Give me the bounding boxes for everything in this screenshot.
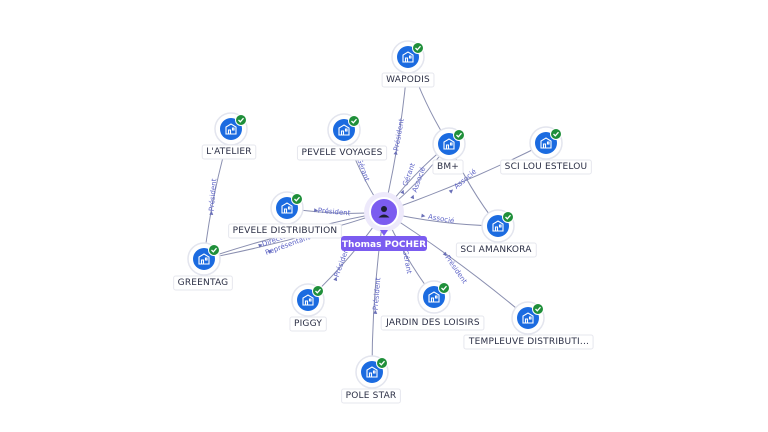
edge-arrow-icon (410, 194, 415, 200)
nodes-layer: WAPODIS L'ATELIER PEVELE VOYAGES BM+ SCI LOU… (173, 40, 594, 404)
edge-label-group: Associé (421, 213, 455, 225)
building-icon (428, 291, 440, 303)
node-label: SCI LOU ESTELOU (505, 162, 588, 172)
node-label-bg (463, 334, 594, 350)
node-label-bg (296, 145, 388, 161)
edge-label: Président (443, 254, 468, 286)
edge-arrow-icon (209, 210, 214, 216)
building-icon (522, 312, 534, 324)
node-sci_amankora[interactable]: SCI AMANKORA (455, 209, 537, 258)
node-label-bg (381, 72, 435, 88)
center-label: Thomas POCHER (342, 240, 426, 250)
node-label-bg (380, 315, 485, 331)
check-icon (438, 282, 450, 294)
center-pointer (380, 230, 388, 236)
check-icon (348, 115, 360, 127)
node-label: L'ATELIER (206, 147, 252, 157)
edge-arrow-icon (333, 276, 338, 282)
node-piggy[interactable]: PIGGY (289, 283, 327, 332)
check-icon (208, 244, 220, 256)
building-icon (540, 137, 552, 149)
edge-arrow-icon (313, 208, 319, 213)
building-icon (443, 138, 455, 150)
building-icon (281, 202, 293, 214)
edge-label-group: Président (392, 118, 406, 155)
building-icon (492, 220, 504, 232)
node-label-bg (228, 223, 342, 239)
node-label: TEMPLEUVE DISTRIBUTI... (468, 337, 589, 347)
node-label: PEVELE DISTRIBUTION (233, 226, 338, 236)
edge-label: Président (392, 118, 406, 152)
edge-label: Gérant (355, 157, 371, 183)
node-label: POLE STAR (346, 391, 397, 401)
center-node[interactable]: Thomas POCHER (341, 192, 427, 251)
node-templeuve[interactable]: TEMPLEUVE DISTRIBUTI... (463, 301, 594, 350)
edge-label-group: Président (372, 277, 383, 315)
check-icon (291, 193, 303, 205)
edge-center-templeuve (383, 211, 529, 319)
node-latelier[interactable]: L'ATELIER (201, 112, 257, 160)
building-icon (302, 294, 314, 306)
edge-label-group: Président (313, 207, 351, 218)
building-icon (402, 51, 414, 63)
check-icon (453, 129, 465, 141)
node-label: SCI AMANKORA (460, 245, 532, 255)
building-icon (225, 123, 237, 135)
edge-label: Gérant (401, 249, 413, 274)
node-label-bg (289, 316, 327, 332)
edge-label: Associé (427, 213, 454, 225)
check-icon (376, 357, 388, 369)
edge-center-sci_lou (383, 142, 547, 213)
node-label: BM+ (437, 162, 459, 172)
edge-label: Président (208, 178, 219, 211)
check-icon (502, 211, 514, 223)
node-label: PEVELE VOYAGES (301, 148, 382, 158)
check-icon (412, 42, 424, 54)
node-pevele_voyages[interactable]: PEVELE VOYAGES (296, 113, 388, 161)
node-pole_star[interactable]: POLE STAR (341, 355, 401, 404)
edge-label-group: Président (208, 178, 219, 216)
node-label: GREENTAG (178, 278, 229, 288)
node-greentag[interactable]: GREENTAG (173, 242, 233, 291)
node-label: JARDIN DES LOISIRS (385, 318, 480, 328)
node-sci_lou[interactable]: SCI LOU ESTELOU (500, 126, 592, 175)
edge-arrow-icon (393, 150, 398, 155)
edge-arrow-icon (421, 213, 426, 218)
building-icon (366, 366, 378, 378)
center-label-bg (341, 236, 427, 251)
node-label-bg (173, 275, 233, 291)
building-icon (338, 124, 350, 136)
node-label-bg (201, 144, 257, 160)
check-icon (312, 285, 324, 297)
node-label: WAPODIS (386, 75, 430, 85)
edge-label: Président (372, 277, 383, 310)
edge-arrow-icon (442, 251, 447, 257)
node-wapodis[interactable]: WAPODIS (381, 40, 435, 88)
edge-arrow-icon (448, 189, 454, 194)
node-bm_plus[interactable]: BM+ (432, 127, 466, 175)
edge-arrow-icon (258, 244, 263, 248)
node-label-bg (500, 159, 592, 175)
edge-arrow-icon (373, 309, 378, 315)
check-icon (532, 303, 544, 315)
node-jardin[interactable]: JARDIN DES LOISIRS (380, 280, 485, 331)
node-label-bg (432, 159, 464, 175)
node-label-bg (455, 242, 537, 258)
node-label-bg (341, 388, 401, 404)
check-icon (550, 128, 562, 140)
node-label: PIGGY (294, 319, 322, 329)
check-icon (235, 114, 247, 126)
edge-label: Président (317, 207, 350, 218)
edge-arrow-icon (268, 250, 273, 254)
edge-arrow-icon (400, 189, 405, 195)
node-pevele_distribution[interactable]: PEVELE DISTRIBUTION (228, 191, 342, 239)
person-icon (378, 206, 390, 218)
building-icon (198, 253, 210, 265)
